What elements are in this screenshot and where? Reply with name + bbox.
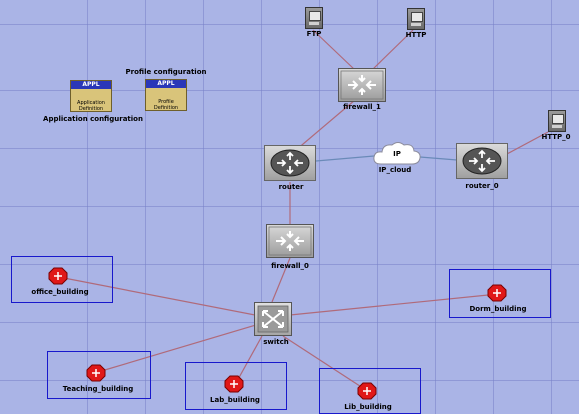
- lan-teaching-icon[interactable]: [86, 364, 106, 382]
- ip-cloud-label: IP_cloud: [378, 166, 412, 174]
- firewall-arrows-icon: [340, 70, 384, 100]
- lan-dorm-icon[interactable]: [487, 284, 507, 302]
- link-switch-lab[interactable]: [235, 335, 263, 384]
- cloud-shape-icon: [373, 142, 421, 165]
- subnet-lab-building[interactable]: [185, 362, 287, 410]
- office-building-label: office_building: [31, 288, 89, 296]
- link-switch-office[interactable]: [63, 277, 256, 316]
- link-switch-lib[interactable]: [282, 335, 367, 391]
- teaching-building-label: Teaching_building: [62, 385, 134, 393]
- router-disc-icon: [462, 147, 502, 175]
- router-icon[interactable]: [264, 145, 316, 181]
- subnet-dorm-building[interactable]: [449, 269, 551, 318]
- link-router-cloud[interactable]: [315, 155, 375, 162]
- switch-label: switch: [263, 338, 289, 346]
- switch-icon[interactable]: [254, 302, 292, 336]
- profile-sublabel: Profile Definition: [153, 99, 179, 111]
- ip-cloud-icon[interactable]: IP: [371, 140, 423, 168]
- link-switch-dorm[interactable]: [289, 293, 499, 316]
- link-cloud-router0[interactable]: [419, 156, 458, 161]
- link-firewall0-switch[interactable]: [271, 257, 291, 303]
- firewall-0-icon[interactable]: [266, 224, 314, 258]
- application-config-node[interactable]: APPL Application Definition: [70, 80, 112, 112]
- dorm-building-label: Dorm_building: [469, 305, 527, 313]
- application-config-label: Application configuration: [43, 115, 143, 123]
- lan-lab-icon[interactable]: [224, 375, 244, 393]
- lib-building-label: Lib_building: [344, 403, 392, 411]
- link-firewall1-router[interactable]: [295, 99, 356, 151]
- lab-building-label: Lab_building: [210, 396, 260, 404]
- router-disc-icon: [270, 149, 310, 177]
- profile-config-node[interactable]: APPL Profile Definition: [145, 79, 187, 111]
- profile-config-label: Profile configuration: [125, 68, 207, 76]
- appl-badge: APPL: [71, 81, 111, 89]
- appl-sublabel: Application Definition: [77, 100, 105, 112]
- router-0-icon[interactable]: [456, 143, 508, 179]
- ip-cloud-text: IP: [393, 150, 401, 158]
- lan-office-icon[interactable]: [48, 267, 68, 285]
- firewall-arrows-icon: [268, 226, 312, 256]
- ftp-server-icon[interactable]: [305, 7, 323, 29]
- http-label: HTTP: [405, 31, 427, 39]
- http-server-icon[interactable]: [407, 8, 425, 30]
- link-http-firewall1[interactable]: [371, 29, 414, 71]
- http0-label: HTTP_0: [541, 133, 571, 141]
- router-0-label: router_0: [465, 182, 499, 190]
- firewall-1-label: firewall_1: [343, 103, 381, 111]
- subnet-teaching-building[interactable]: [47, 351, 151, 399]
- link-router0-http0[interactable]: [504, 131, 549, 156]
- router-label: router: [278, 183, 304, 191]
- link-switch-teaching[interactable]: [97, 324, 257, 373]
- link-ftp-firewall1[interactable]: [312, 29, 356, 71]
- appl-badge: APPL: [146, 80, 186, 88]
- switch-cross-icon: [257, 305, 289, 333]
- http0-server-icon[interactable]: [548, 110, 566, 132]
- firewall-1-icon[interactable]: [338, 68, 386, 102]
- firewall-0-label: firewall_0: [271, 262, 309, 270]
- ftp-label: FTP: [306, 30, 322, 38]
- lan-lib-icon[interactable]: [357, 382, 377, 400]
- subnet-office-building[interactable]: [11, 256, 113, 303]
